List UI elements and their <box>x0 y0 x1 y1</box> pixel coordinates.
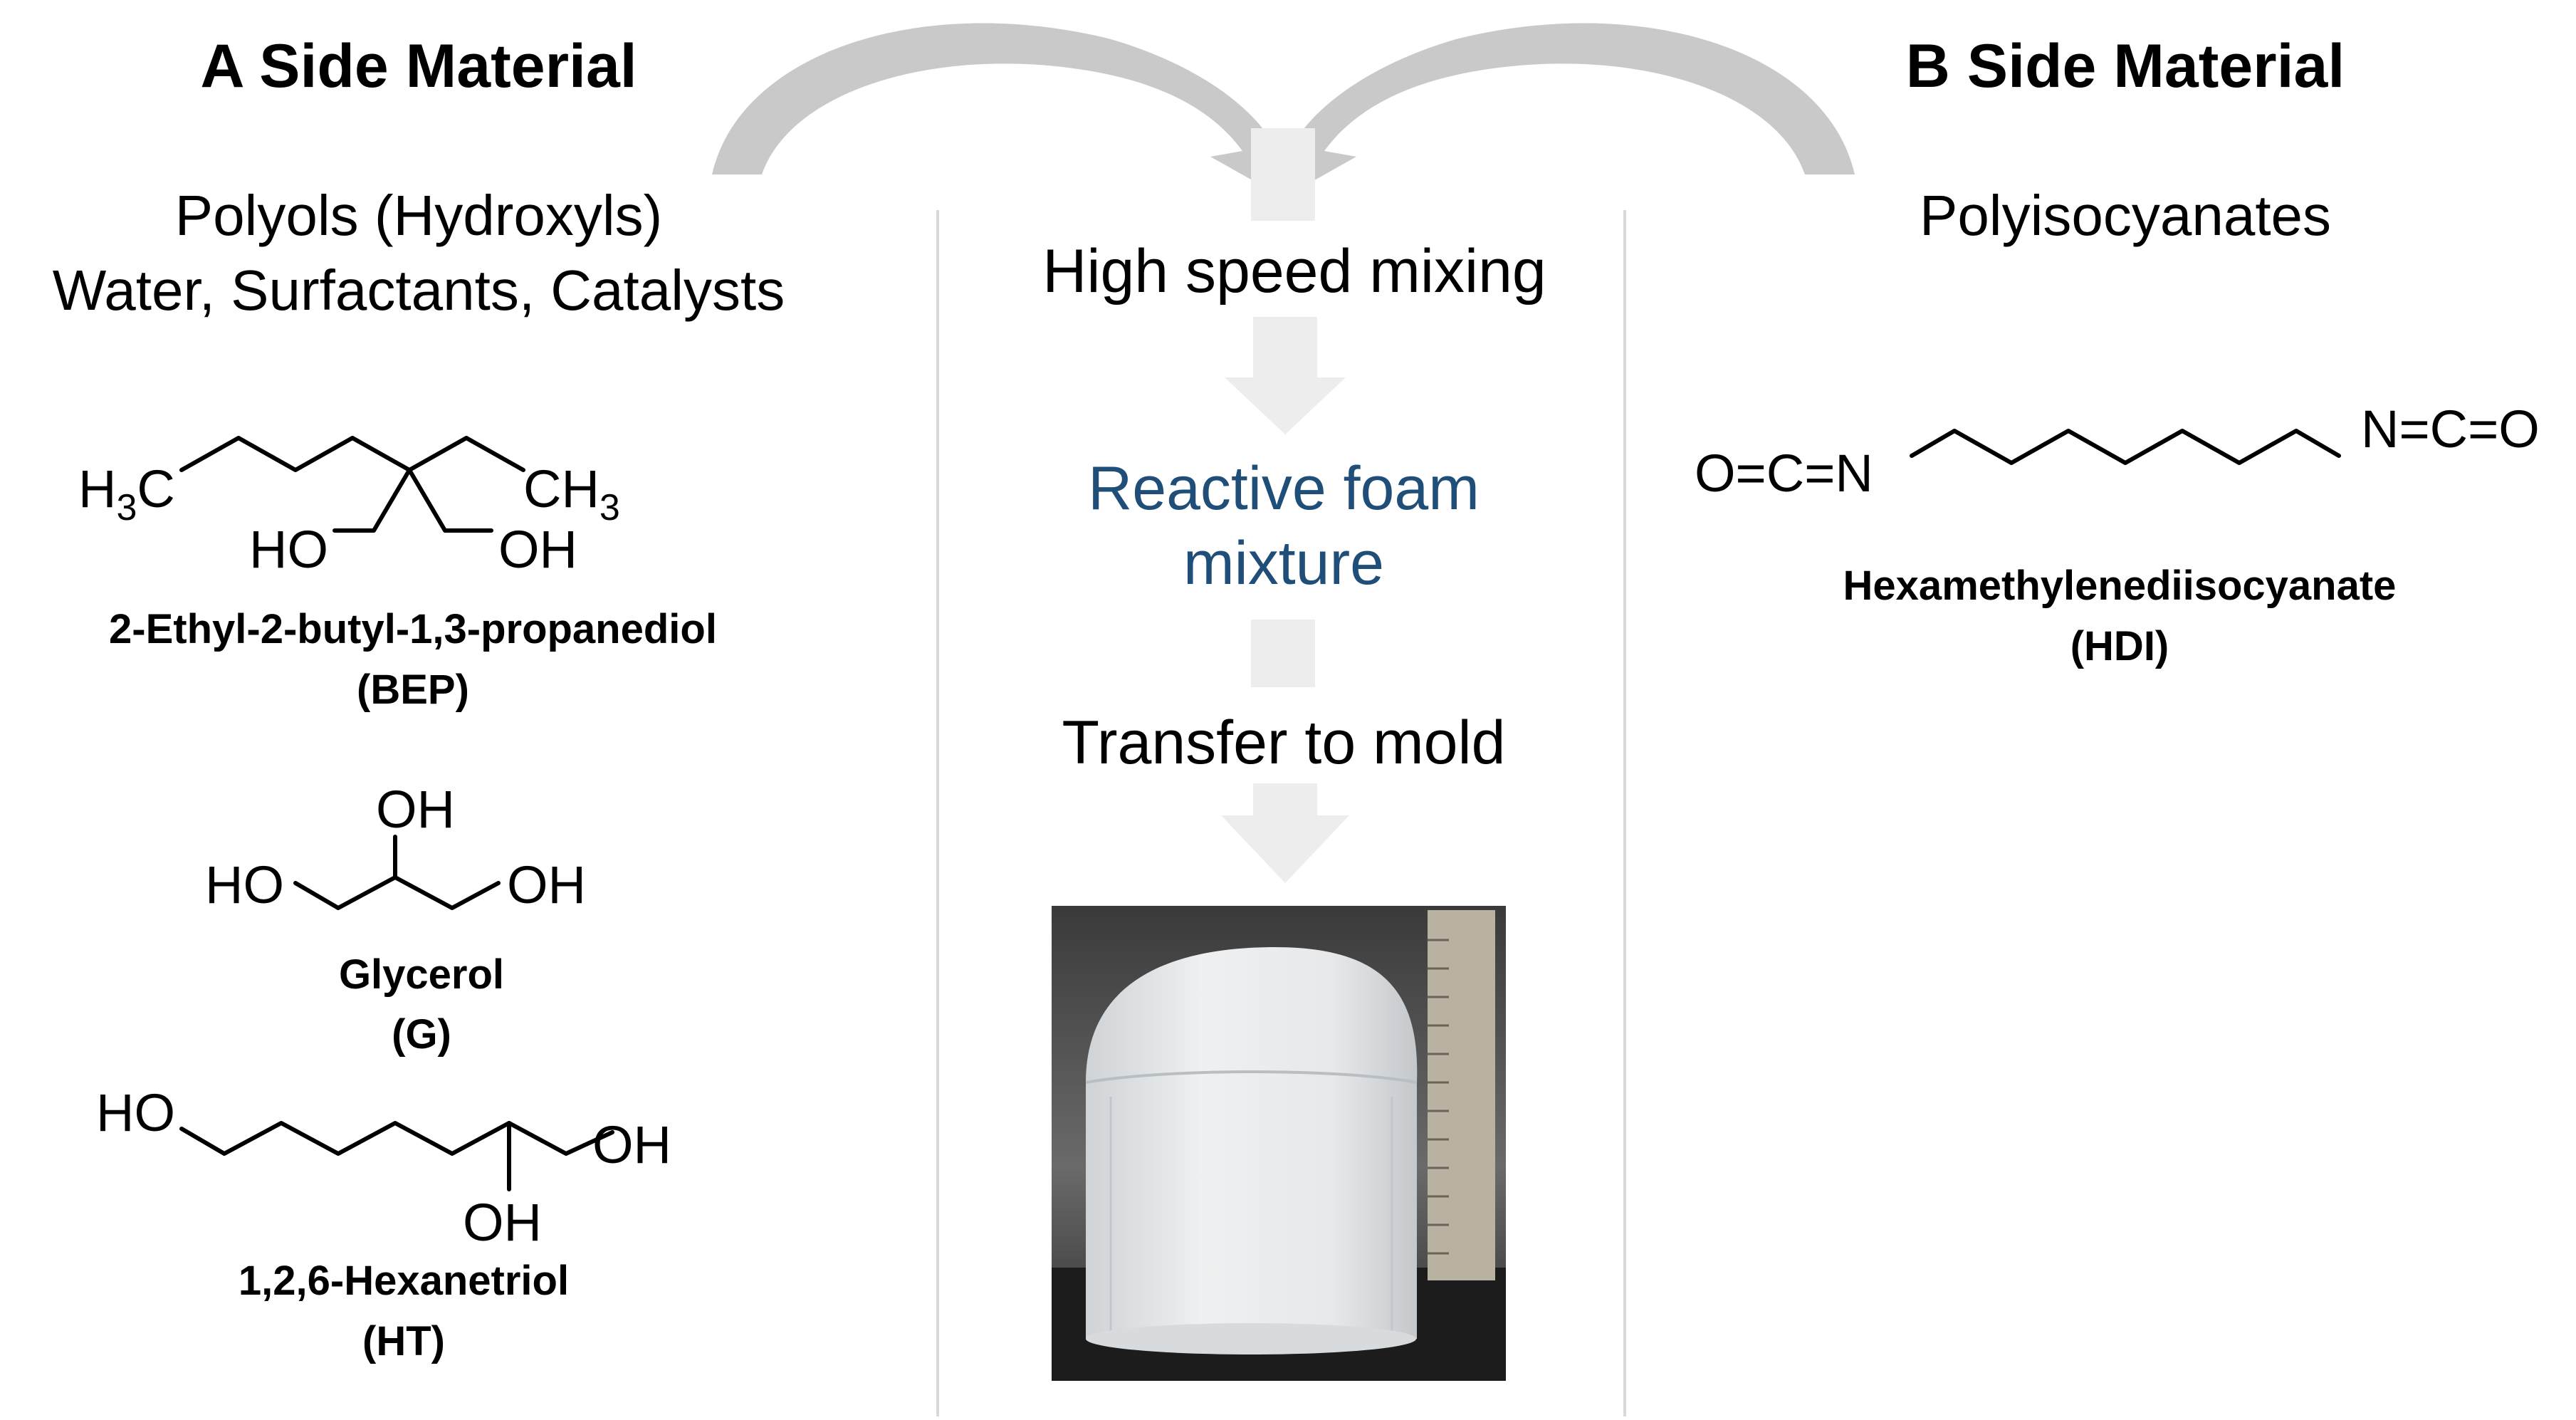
bep-h3c: H3C <box>78 459 175 528</box>
bep-structure: H3C CH3 HO OH <box>78 436 620 579</box>
hexanetriol-ho: HO <box>96 1083 175 1142</box>
stem-arrow-top <box>1251 128 1315 221</box>
glycerol-ho: HO <box>205 855 284 914</box>
step-transfer-to-mold: Transfer to mold <box>1062 709 1506 777</box>
down-arrow-icon <box>1225 317 1346 434</box>
bep-oh: OH <box>498 520 577 579</box>
a-side-heading: A Side Material <box>200 32 637 100</box>
step-reactive-foam-line2: mixture <box>1183 529 1384 597</box>
step-high-speed-mixing: High speed mixing <box>1042 237 1546 306</box>
glycerol-oh-right: OH <box>507 855 586 914</box>
bep-ch3: CH3 <box>523 459 620 528</box>
b-side-line1: Polyisocyanates <box>1920 184 2331 247</box>
glycerol-name: Glycerol <box>339 951 504 998</box>
hdi-structure: O=C=N N=C=O <box>1695 400 2540 503</box>
a-side-line1: Polyols (Hydroxyls) <box>175 184 663 247</box>
hexanetriol-name: 1,2,6-Hexanetriol <box>239 1258 569 1304</box>
hexanetriol-structure: HO OH OH <box>96 1083 671 1252</box>
bep-ho: HO <box>249 520 328 579</box>
bep-abbr: (BEP) <box>357 667 469 713</box>
hdi-name: Hexamethylenediisocyanate <box>1843 563 2397 609</box>
glycerol-oh-top: OH <box>376 780 455 839</box>
a-side-line2: Water, Surfactants, Catalysts <box>53 259 785 322</box>
curved-arrow-left-icon <box>712 23 1303 189</box>
stem-arrow-mid <box>1251 620 1315 687</box>
hexanetriol-oh-bottom: OH <box>463 1193 542 1252</box>
glycerol-structure: HO OH OH <box>205 780 586 914</box>
down-arrow-icon <box>1221 783 1349 883</box>
foam-photo-icon <box>1052 906 1506 1381</box>
hdi-ncn-right: N=C=O <box>2361 400 2540 459</box>
b-side-heading: B Side Material <box>1906 32 2345 100</box>
bep-name: 2-Ethyl-2-butyl-1,3-propanediol <box>109 606 717 652</box>
hdi-abbr: (HDI) <box>2070 623 2169 669</box>
glycerol-abbr: (G) <box>392 1011 451 1058</box>
curved-arrow-right-icon <box>1264 23 1855 189</box>
hdi-ocn-left: O=C=N <box>1695 444 1873 503</box>
step-reactive-foam-line1: Reactive foam <box>1088 454 1480 523</box>
hexanetriol-abbr: (HT) <box>362 1318 445 1364</box>
hexanetriol-oh-right: OH <box>592 1115 671 1174</box>
